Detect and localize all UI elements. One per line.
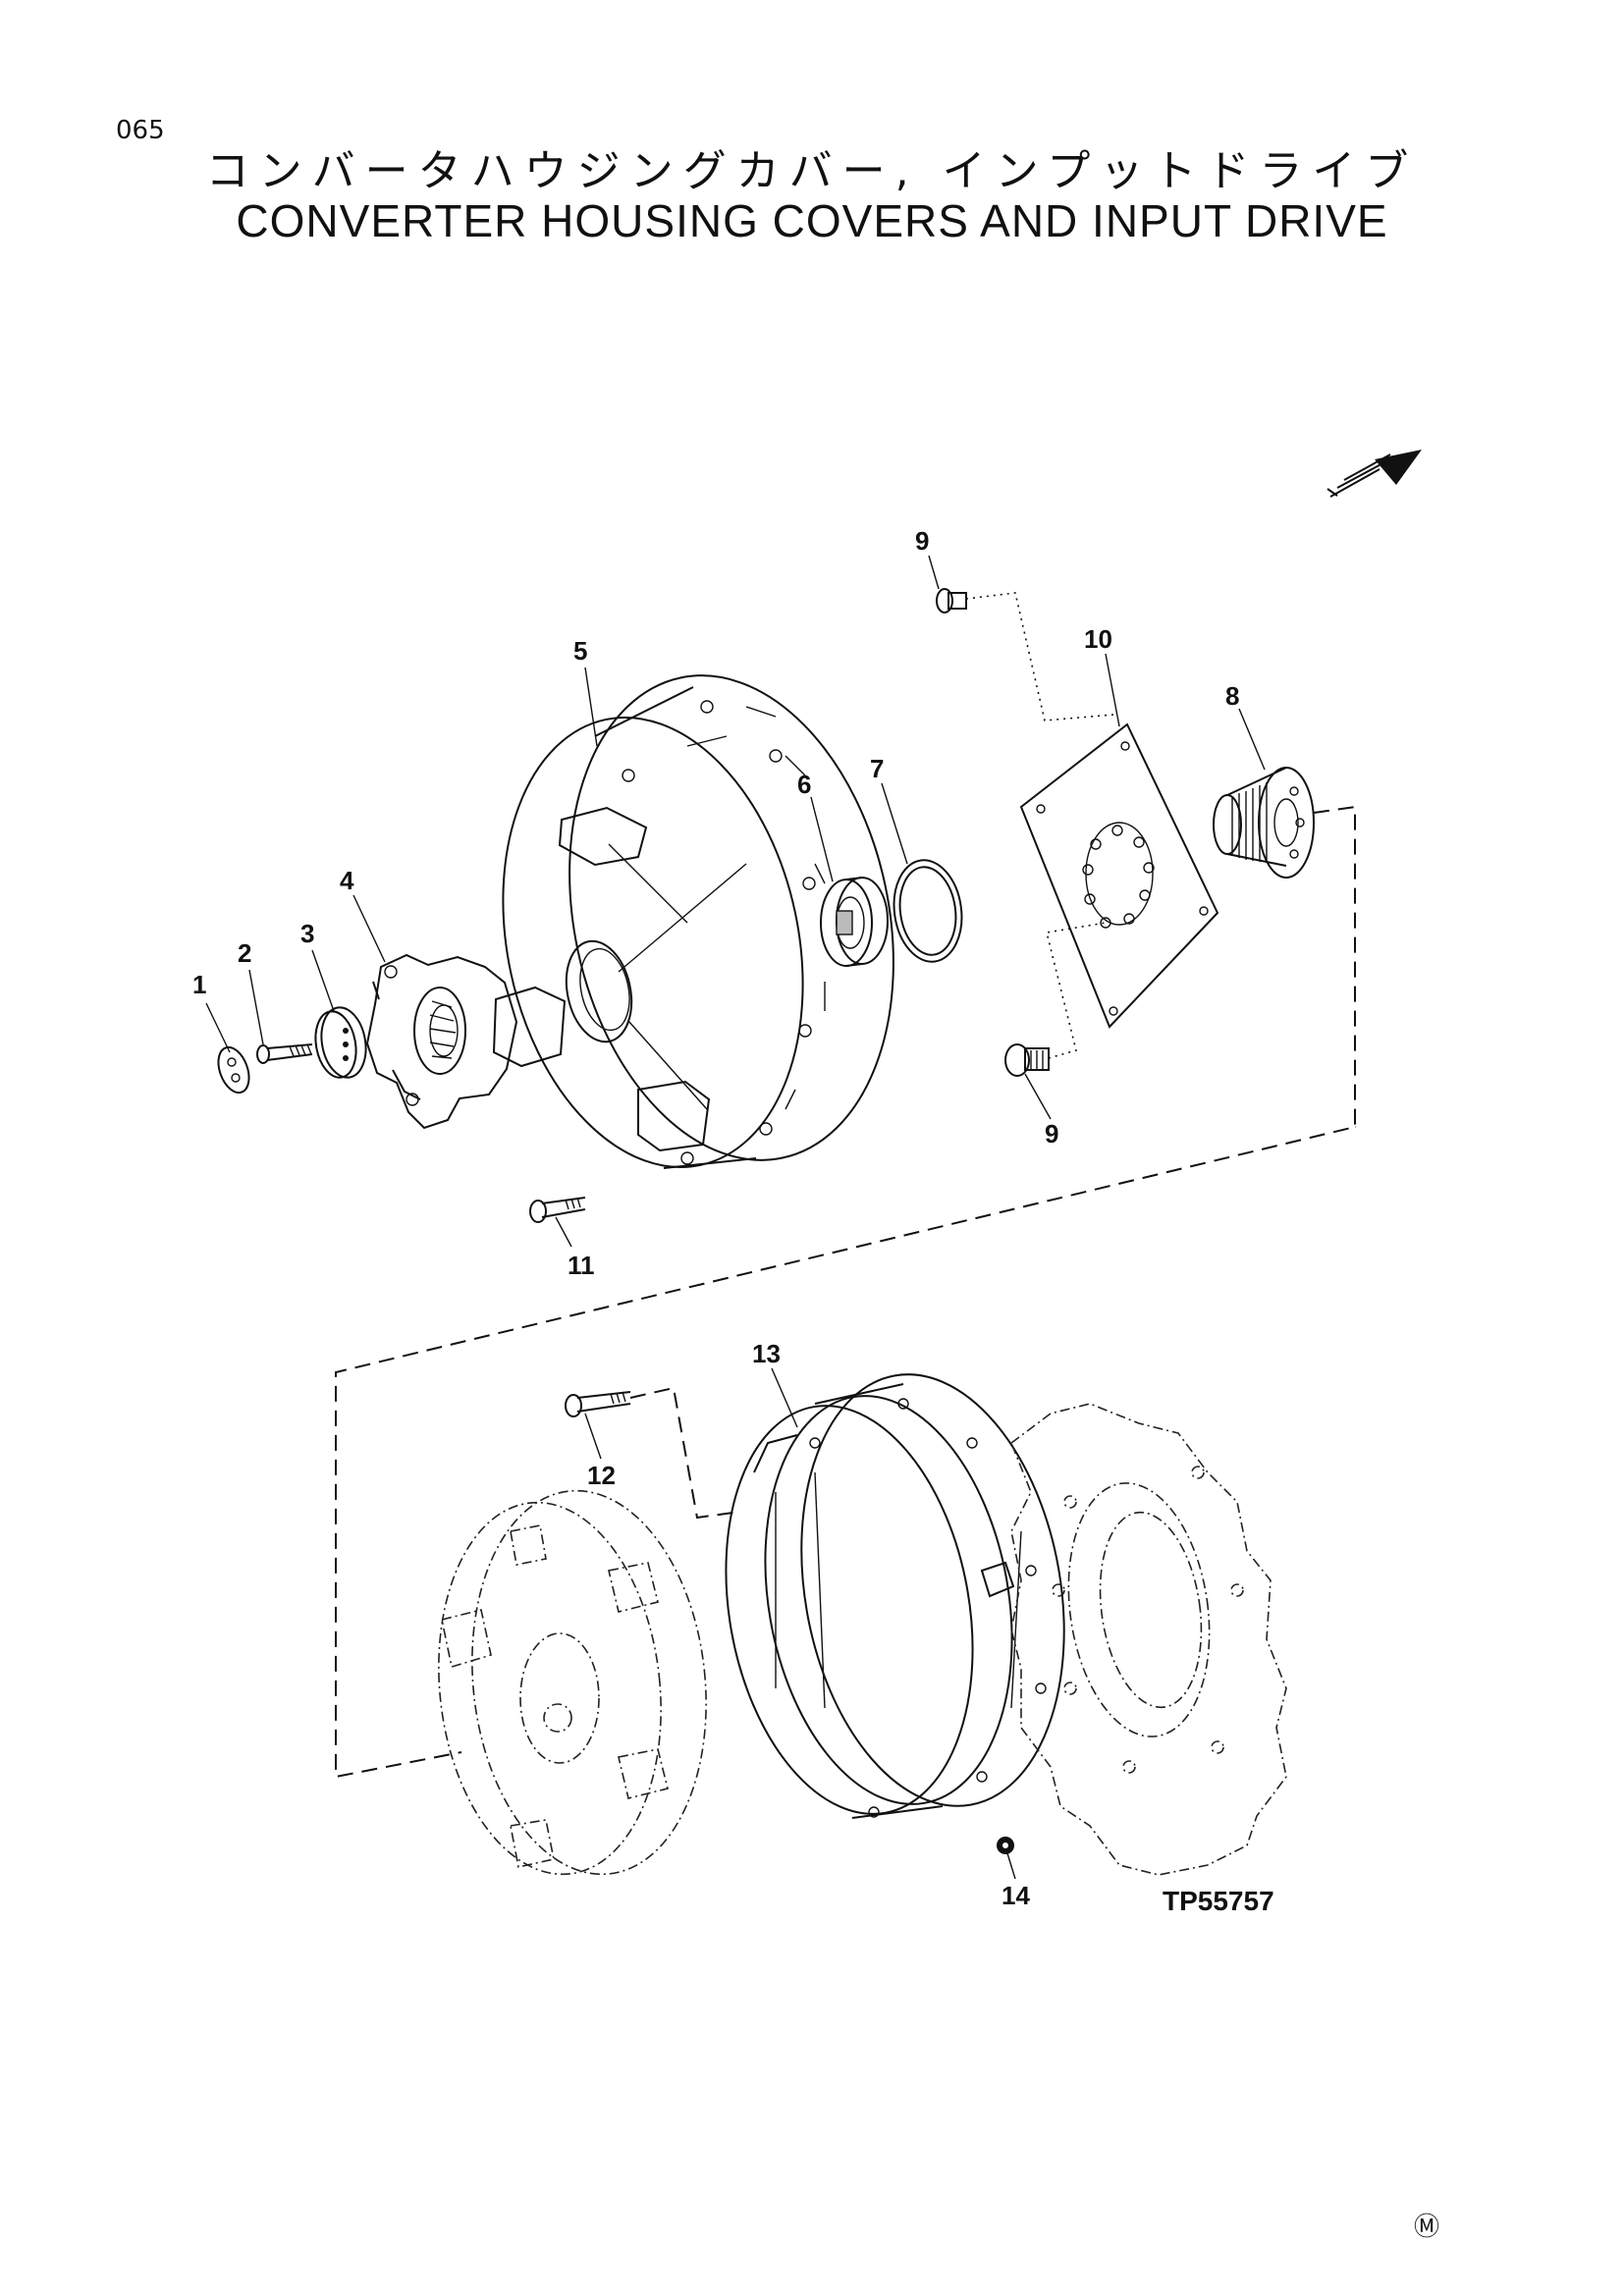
part-12-bolt xyxy=(565,1386,741,1520)
callout-4: 4 xyxy=(340,866,354,895)
callout-labels: 1 2 3 4 5 6 7 8 9 9 10 11 12 13 14 xyxy=(192,526,1239,1910)
figure-code: TP55757 xyxy=(1163,1886,1274,1916)
part-9-bolt-lower xyxy=(1004,922,1107,1077)
leader-lines xyxy=(205,555,1266,1880)
callout-5: 5 xyxy=(573,636,587,666)
part-8-input-shaft xyxy=(1213,767,1315,879)
callout-11: 11 xyxy=(568,1251,595,1280)
page-title-japanese: コンバータハウジングカバー, インプットドライブ xyxy=(205,146,1419,196)
callout-14: 14 xyxy=(1001,1881,1030,1910)
manual-mark-icon: Ⓜ xyxy=(1414,2213,1440,2242)
page-number: 065 xyxy=(116,116,165,145)
part-4-yoke xyxy=(365,953,518,1130)
callout-10: 10 xyxy=(1084,624,1112,654)
direction-arrow-icon xyxy=(1326,450,1422,498)
part-1-lock-plate xyxy=(217,1045,250,1095)
phantom-flywheel-housing xyxy=(1010,1403,1287,1876)
part-6-bearing xyxy=(820,877,889,967)
part-2-bolt xyxy=(256,1043,313,1064)
callout-3: 3 xyxy=(300,919,314,948)
callout-9-lower: 9 xyxy=(1045,1119,1058,1148)
callout-7: 7 xyxy=(870,754,884,783)
part-9-bolt-upper xyxy=(936,588,1114,721)
part-10-plate xyxy=(1019,722,1219,1029)
callout-6: 6 xyxy=(797,770,811,799)
part-5-converter-housing-cover xyxy=(492,674,894,1169)
part-14-plug xyxy=(997,1837,1014,1854)
callout-13: 13 xyxy=(752,1339,781,1368)
page-title: CONVERTER HOUSING COVERS AND INPUT DRIVE xyxy=(236,195,1388,246)
phantom-torque-converter xyxy=(438,1489,707,1876)
part-11-bolt xyxy=(529,1197,586,1223)
part-7-snap-ring xyxy=(893,859,963,963)
callout-1: 1 xyxy=(192,970,206,999)
part-3-washer xyxy=(314,1006,367,1079)
callout-12: 12 xyxy=(587,1461,616,1490)
part-13-housing-ring xyxy=(725,1373,1065,1819)
callout-2: 2 xyxy=(238,938,251,968)
callout-9-upper: 9 xyxy=(915,526,929,556)
callout-8: 8 xyxy=(1225,681,1239,711)
upper-assembly-dashed-outline xyxy=(335,805,1356,1779)
